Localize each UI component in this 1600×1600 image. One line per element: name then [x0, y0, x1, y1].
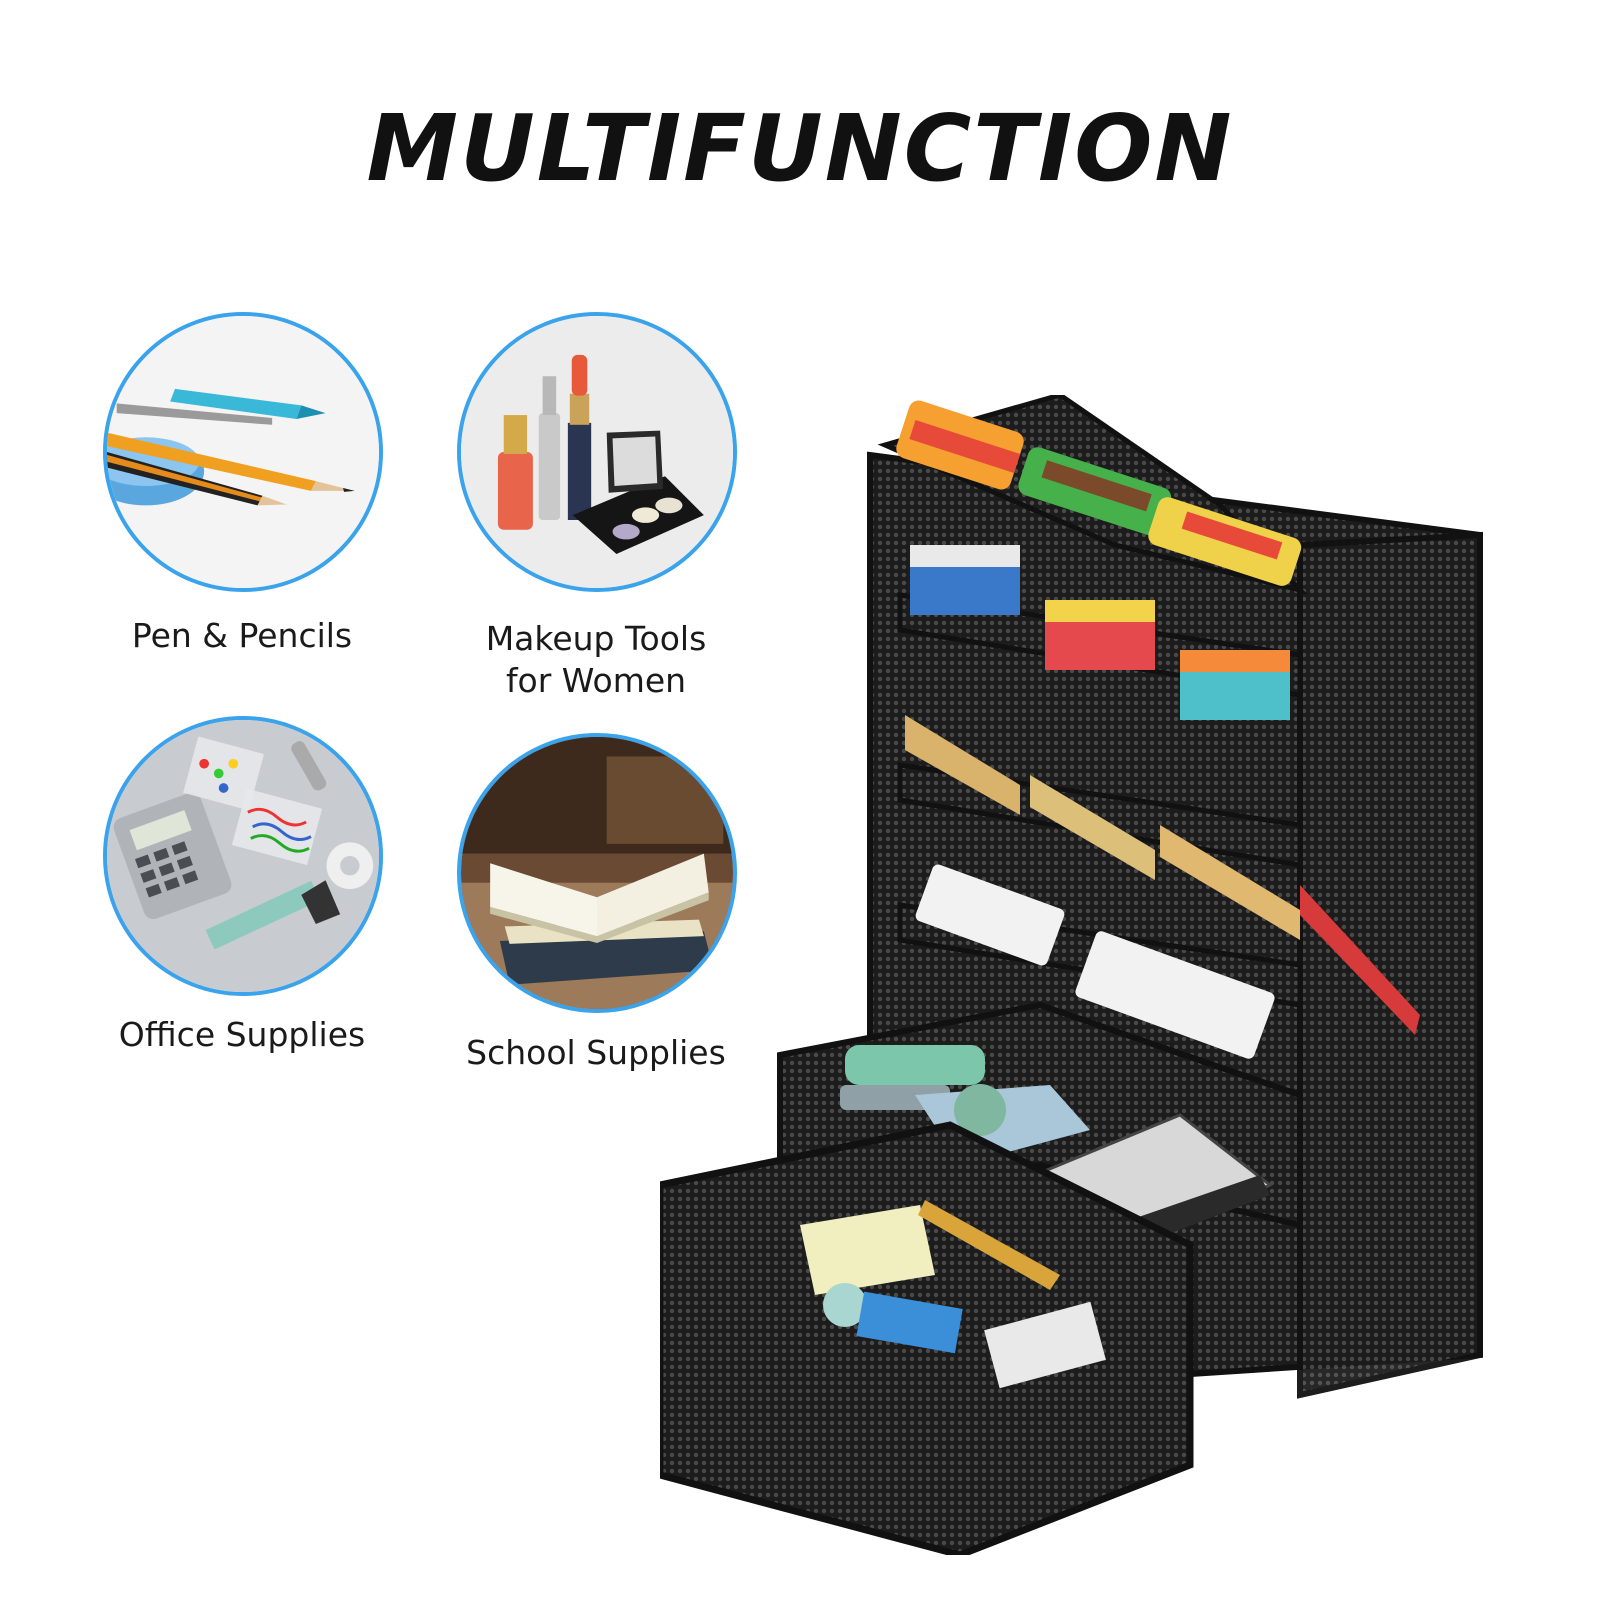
caption-line: Pen & Pencils: [131, 616, 353, 655]
desk-organizer-photo: [660, 395, 1520, 1555]
pen-and-pencils-photo: [103, 312, 383, 592]
headline: MULTIFUNCTION: [366, 95, 1234, 202]
makeup-tools-photo: [457, 312, 737, 592]
caption-office-supplies: Office Supplies: [62, 1014, 422, 1056]
caption-line: Office Supplies: [118, 1015, 366, 1054]
caption-school-supplies: School Supplies: [416, 1032, 776, 1074]
caption-makeup-tools: Makeup Tools for Women: [416, 618, 776, 702]
school-supplies-photo: [457, 733, 737, 1013]
office-supplies-photo: [103, 716, 383, 996]
caption-line: for Women: [505, 661, 687, 700]
caption-pen-and-pencils: Pen & Pencils: [62, 615, 422, 657]
caption-line: School Supplies: [466, 1033, 726, 1072]
caption-line: Makeup Tools: [485, 619, 707, 658]
